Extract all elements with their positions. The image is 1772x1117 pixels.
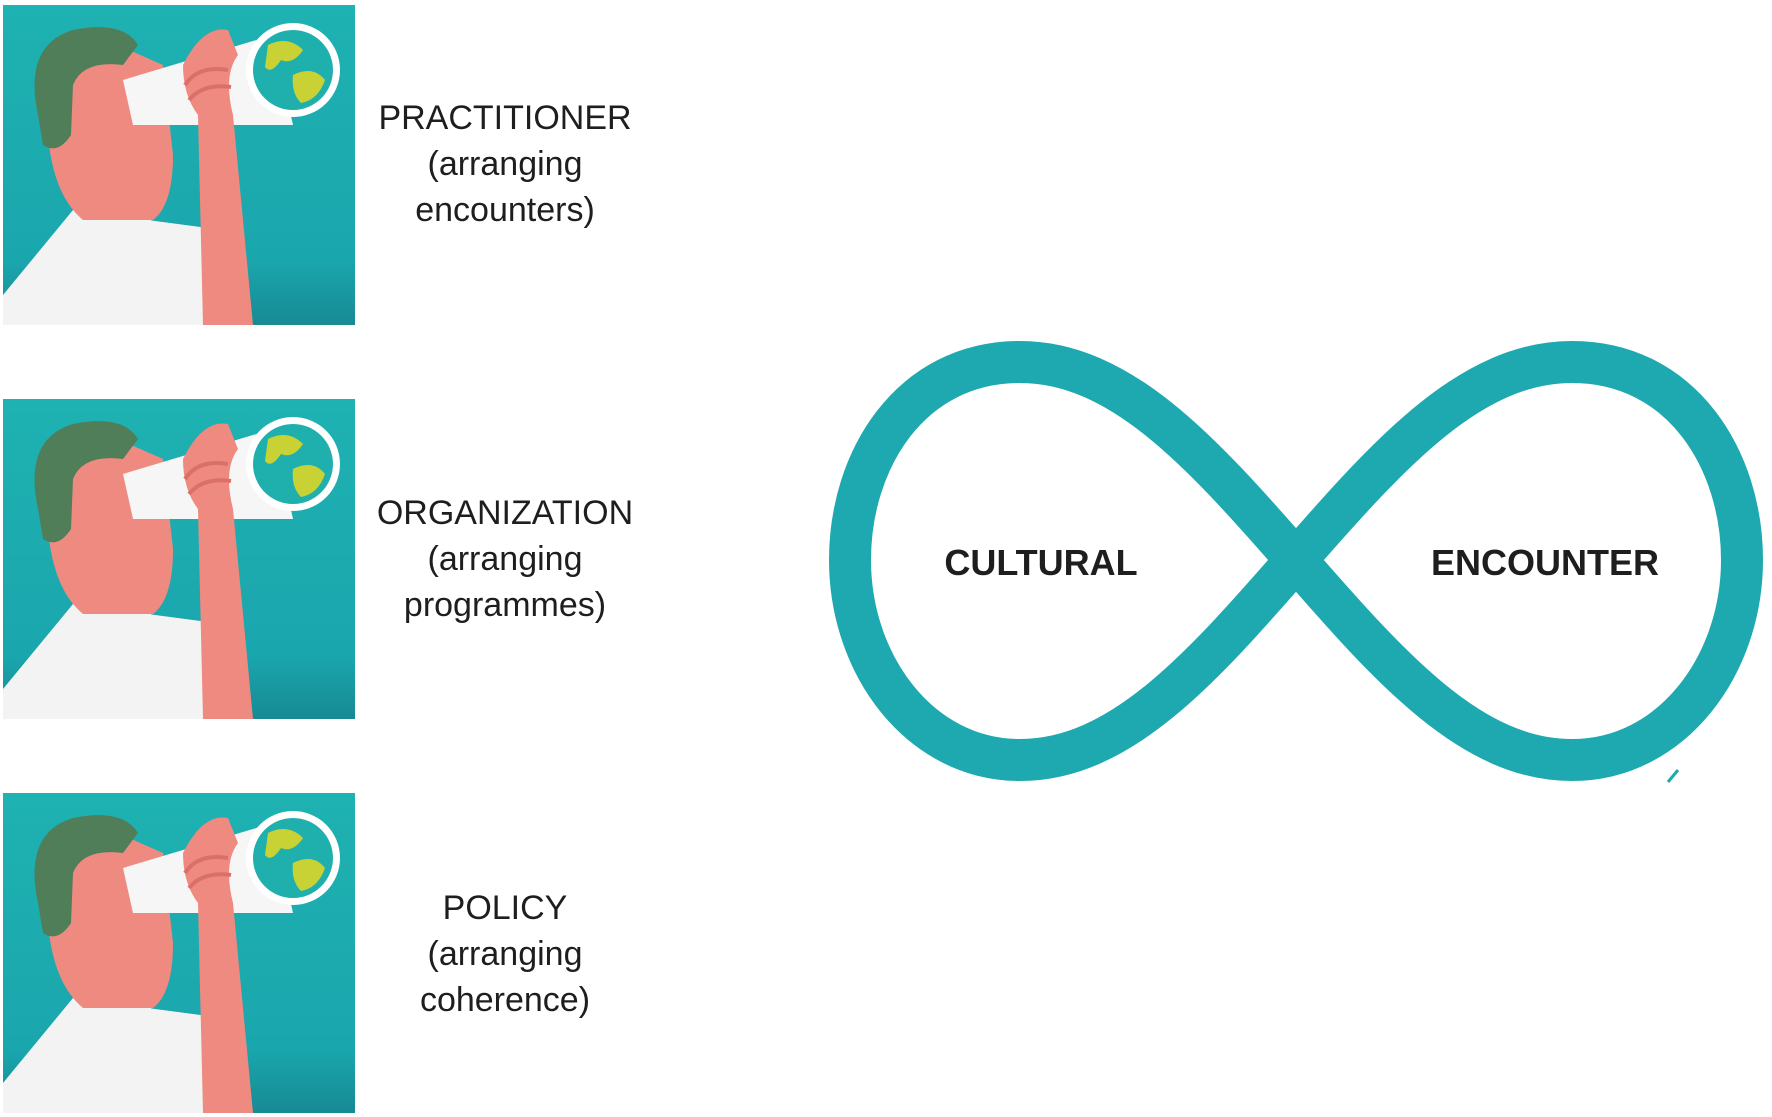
man-with-telescope-icon (3, 5, 355, 325)
infinity-symbol: CULTURAL ENCOUNTER (829, 341, 1763, 783)
infinity-loop-diagram: CULTURAL ENCOUNTER (820, 330, 1772, 800)
level-label-organization: ORGANIZATION (arranging programmes) (355, 490, 655, 628)
level-label-practitioner: PRACTITIONER (arranging encounters) (355, 95, 655, 233)
level-subtitle-line2: coherence) (419, 981, 591, 1019)
level-subtitle-line1: (arranging (427, 540, 583, 578)
infinity-right-label: ENCOUNTER (1431, 542, 1659, 583)
level-title: POLICY (442, 889, 568, 927)
level-subtitle-line2: encounters) (415, 191, 595, 229)
infinity-stroke (829, 341, 1763, 781)
level-title: ORGANIZATION (376, 494, 634, 532)
man-with-telescope-icon (3, 399, 355, 719)
policy-illustration (3, 793, 355, 1113)
level-label-policy: POLICY (arranging coherence) (355, 885, 655, 1023)
level-subtitle-line2: programmes) (403, 586, 607, 624)
practitioner-illustration (3, 5, 355, 325)
stray-mark (1666, 769, 1680, 783)
level-subtitle-line1: (arranging (427, 935, 583, 973)
infinity-left-label: CULTURAL (944, 542, 1137, 583)
organization-illustration (3, 399, 355, 719)
level-subtitle-line1: (arranging (427, 145, 583, 183)
man-with-telescope-icon (3, 793, 355, 1113)
level-title: PRACTITIONER (378, 99, 632, 137)
